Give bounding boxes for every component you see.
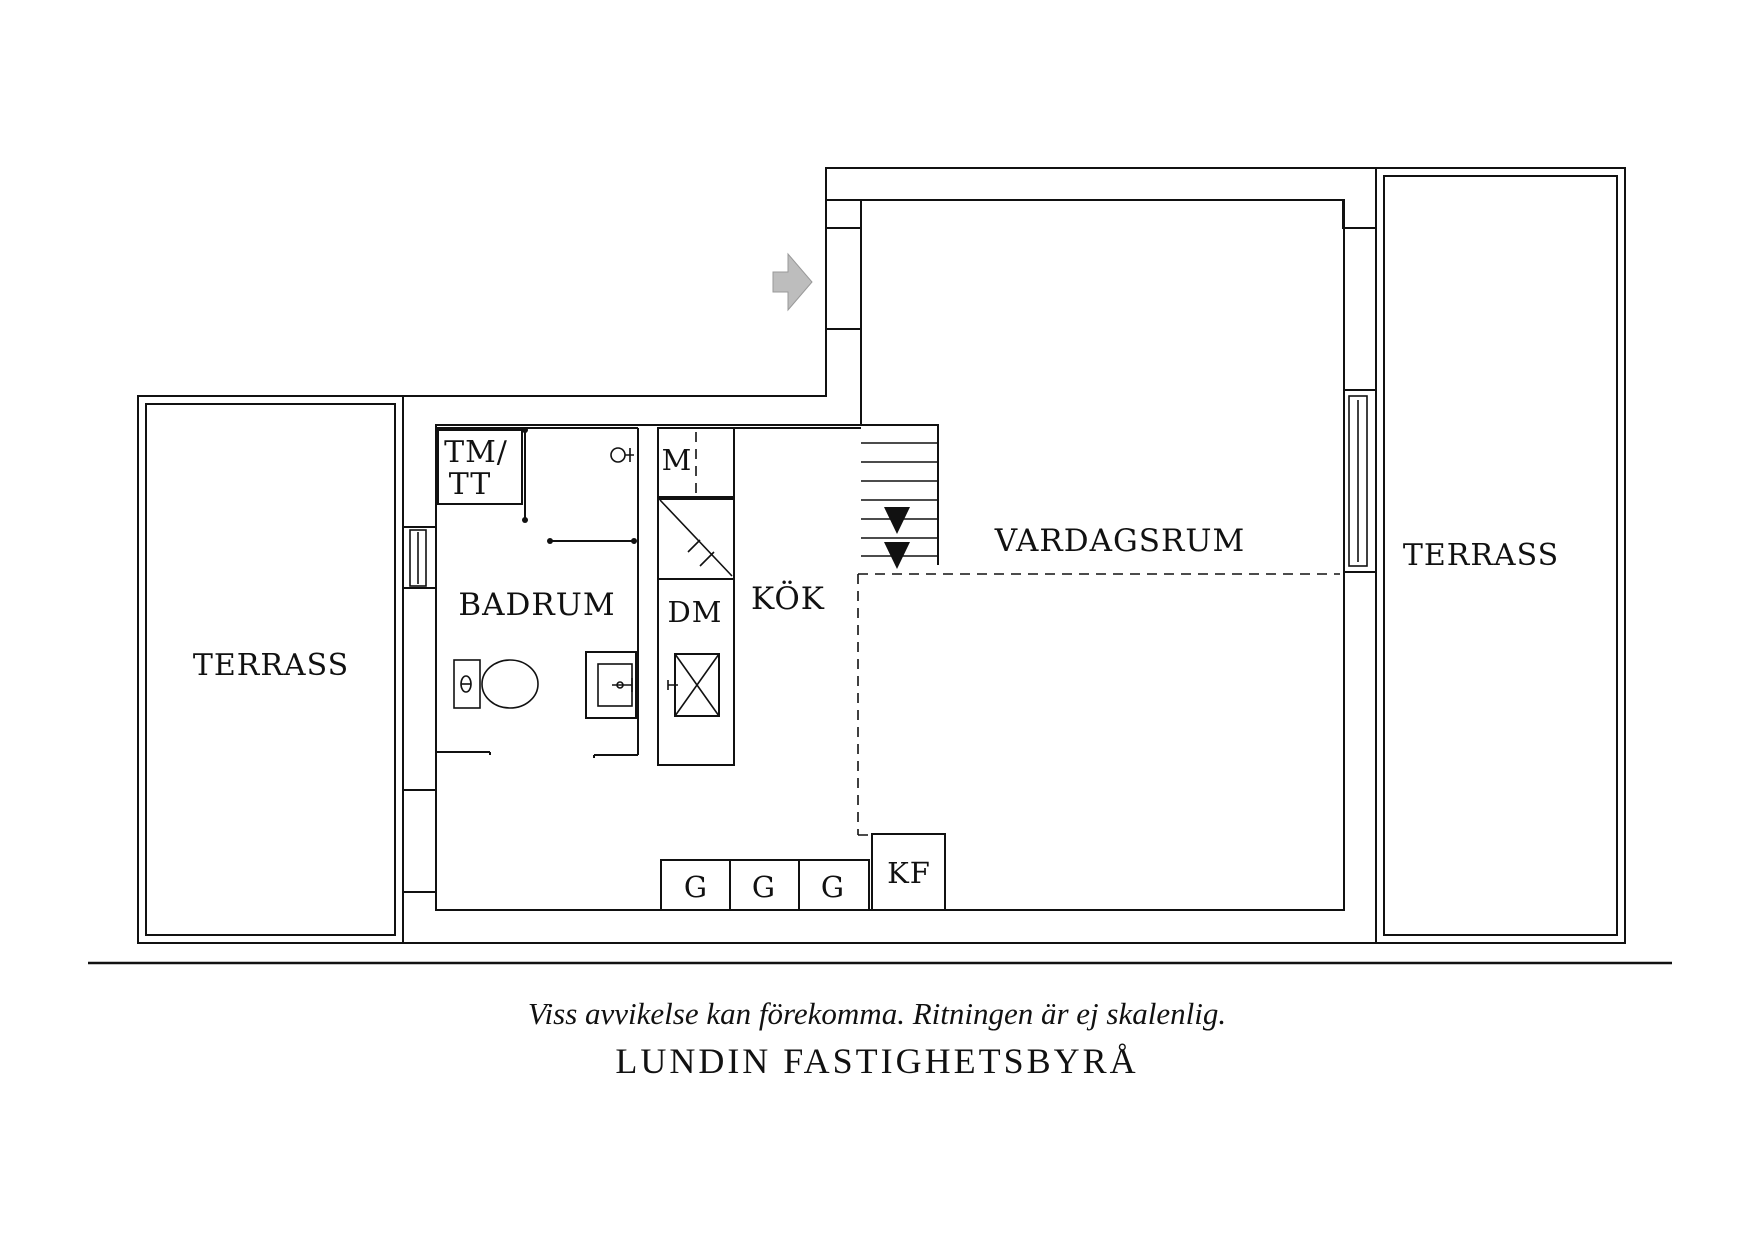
wardrobe-label: G <box>684 870 708 904</box>
stair-arrow-icon <box>884 542 910 569</box>
room-label-terrace-left: TERRASS <box>193 648 349 683</box>
fridge-freezer <box>871 833 946 911</box>
room-label-laundry-1: TM/ <box>444 435 508 470</box>
sink-icon <box>585 651 637 719</box>
left-wall-recess <box>403 789 436 893</box>
appliance-label-microwave: M <box>662 443 693 477</box>
staircase <box>861 424 939 569</box>
wardrobe-label: G <box>752 870 776 904</box>
room-label-kitchen: KÖK <box>751 579 825 617</box>
room-label-laundry-2: TT <box>449 467 492 502</box>
room-label-terrace-right: TERRASS <box>1403 538 1559 573</box>
bathroom-window <box>409 529 427 587</box>
brand-name: LUNDIN FASTIGHETSBYRÅ <box>615 1041 1139 1081</box>
kitchen-counter <box>657 427 735 766</box>
appliance-label-fridge-freezer: KF <box>887 856 931 890</box>
room-label-bathroom: BADRUM <box>458 587 615 623</box>
disclaimer-text: Viss avvikelse kan förekomma. Ritningen … <box>527 996 1227 1031</box>
inner-wall-top <box>861 199 1376 229</box>
toilet-icon <box>453 659 539 709</box>
outer-wall <box>402 167 1377 944</box>
shower <box>522 427 637 544</box>
left-wall-door-gap <box>403 526 436 589</box>
appliance-label-dishwasher: DM <box>668 595 723 629</box>
wardrobe-row <box>660 859 870 911</box>
floor-opening <box>857 573 1340 836</box>
entrance-arrow-icon <box>772 252 813 312</box>
living-room-window <box>1344 389 1376 573</box>
wardrobe-label: G <box>821 870 845 904</box>
stair-arrow-icon <box>884 507 910 534</box>
stove-icon <box>667 653 720 717</box>
room-label-living-room: VARDAGSRUM <box>994 523 1245 559</box>
laundry-cabinet <box>437 429 523 505</box>
